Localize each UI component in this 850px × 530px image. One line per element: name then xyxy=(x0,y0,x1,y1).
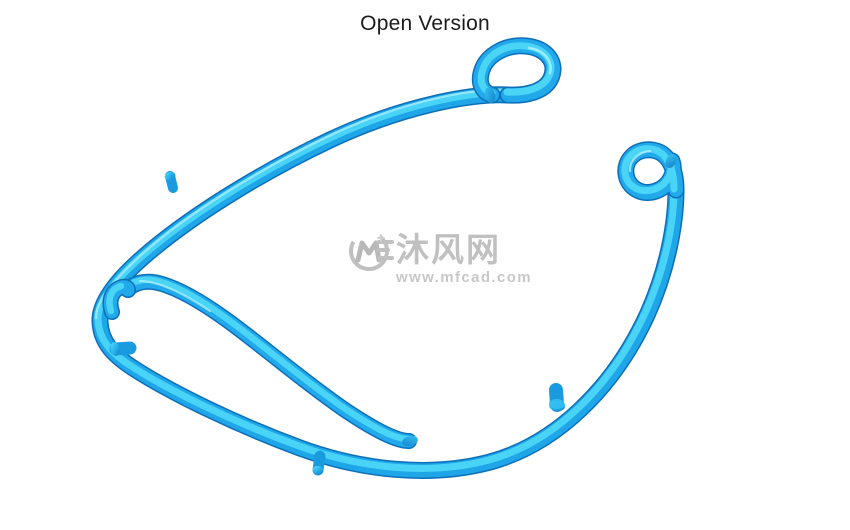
model-right-curl xyxy=(617,141,685,201)
model-stud-upper-left xyxy=(164,171,178,193)
inner-strand-end-cap xyxy=(402,435,418,447)
right-curl-end-cap xyxy=(665,153,677,169)
top-loop-end-cap xyxy=(484,87,496,103)
model-stud-bottom-center xyxy=(312,450,326,476)
model-stud-bottom-right xyxy=(549,383,565,412)
model-left-bend xyxy=(102,278,136,320)
model-inner-strand xyxy=(120,273,418,449)
model-top-loop xyxy=(471,37,562,104)
model-stud-mid-left xyxy=(109,341,137,356)
page-title: Open Version xyxy=(360,12,490,35)
model-outer-strand xyxy=(91,86,685,479)
